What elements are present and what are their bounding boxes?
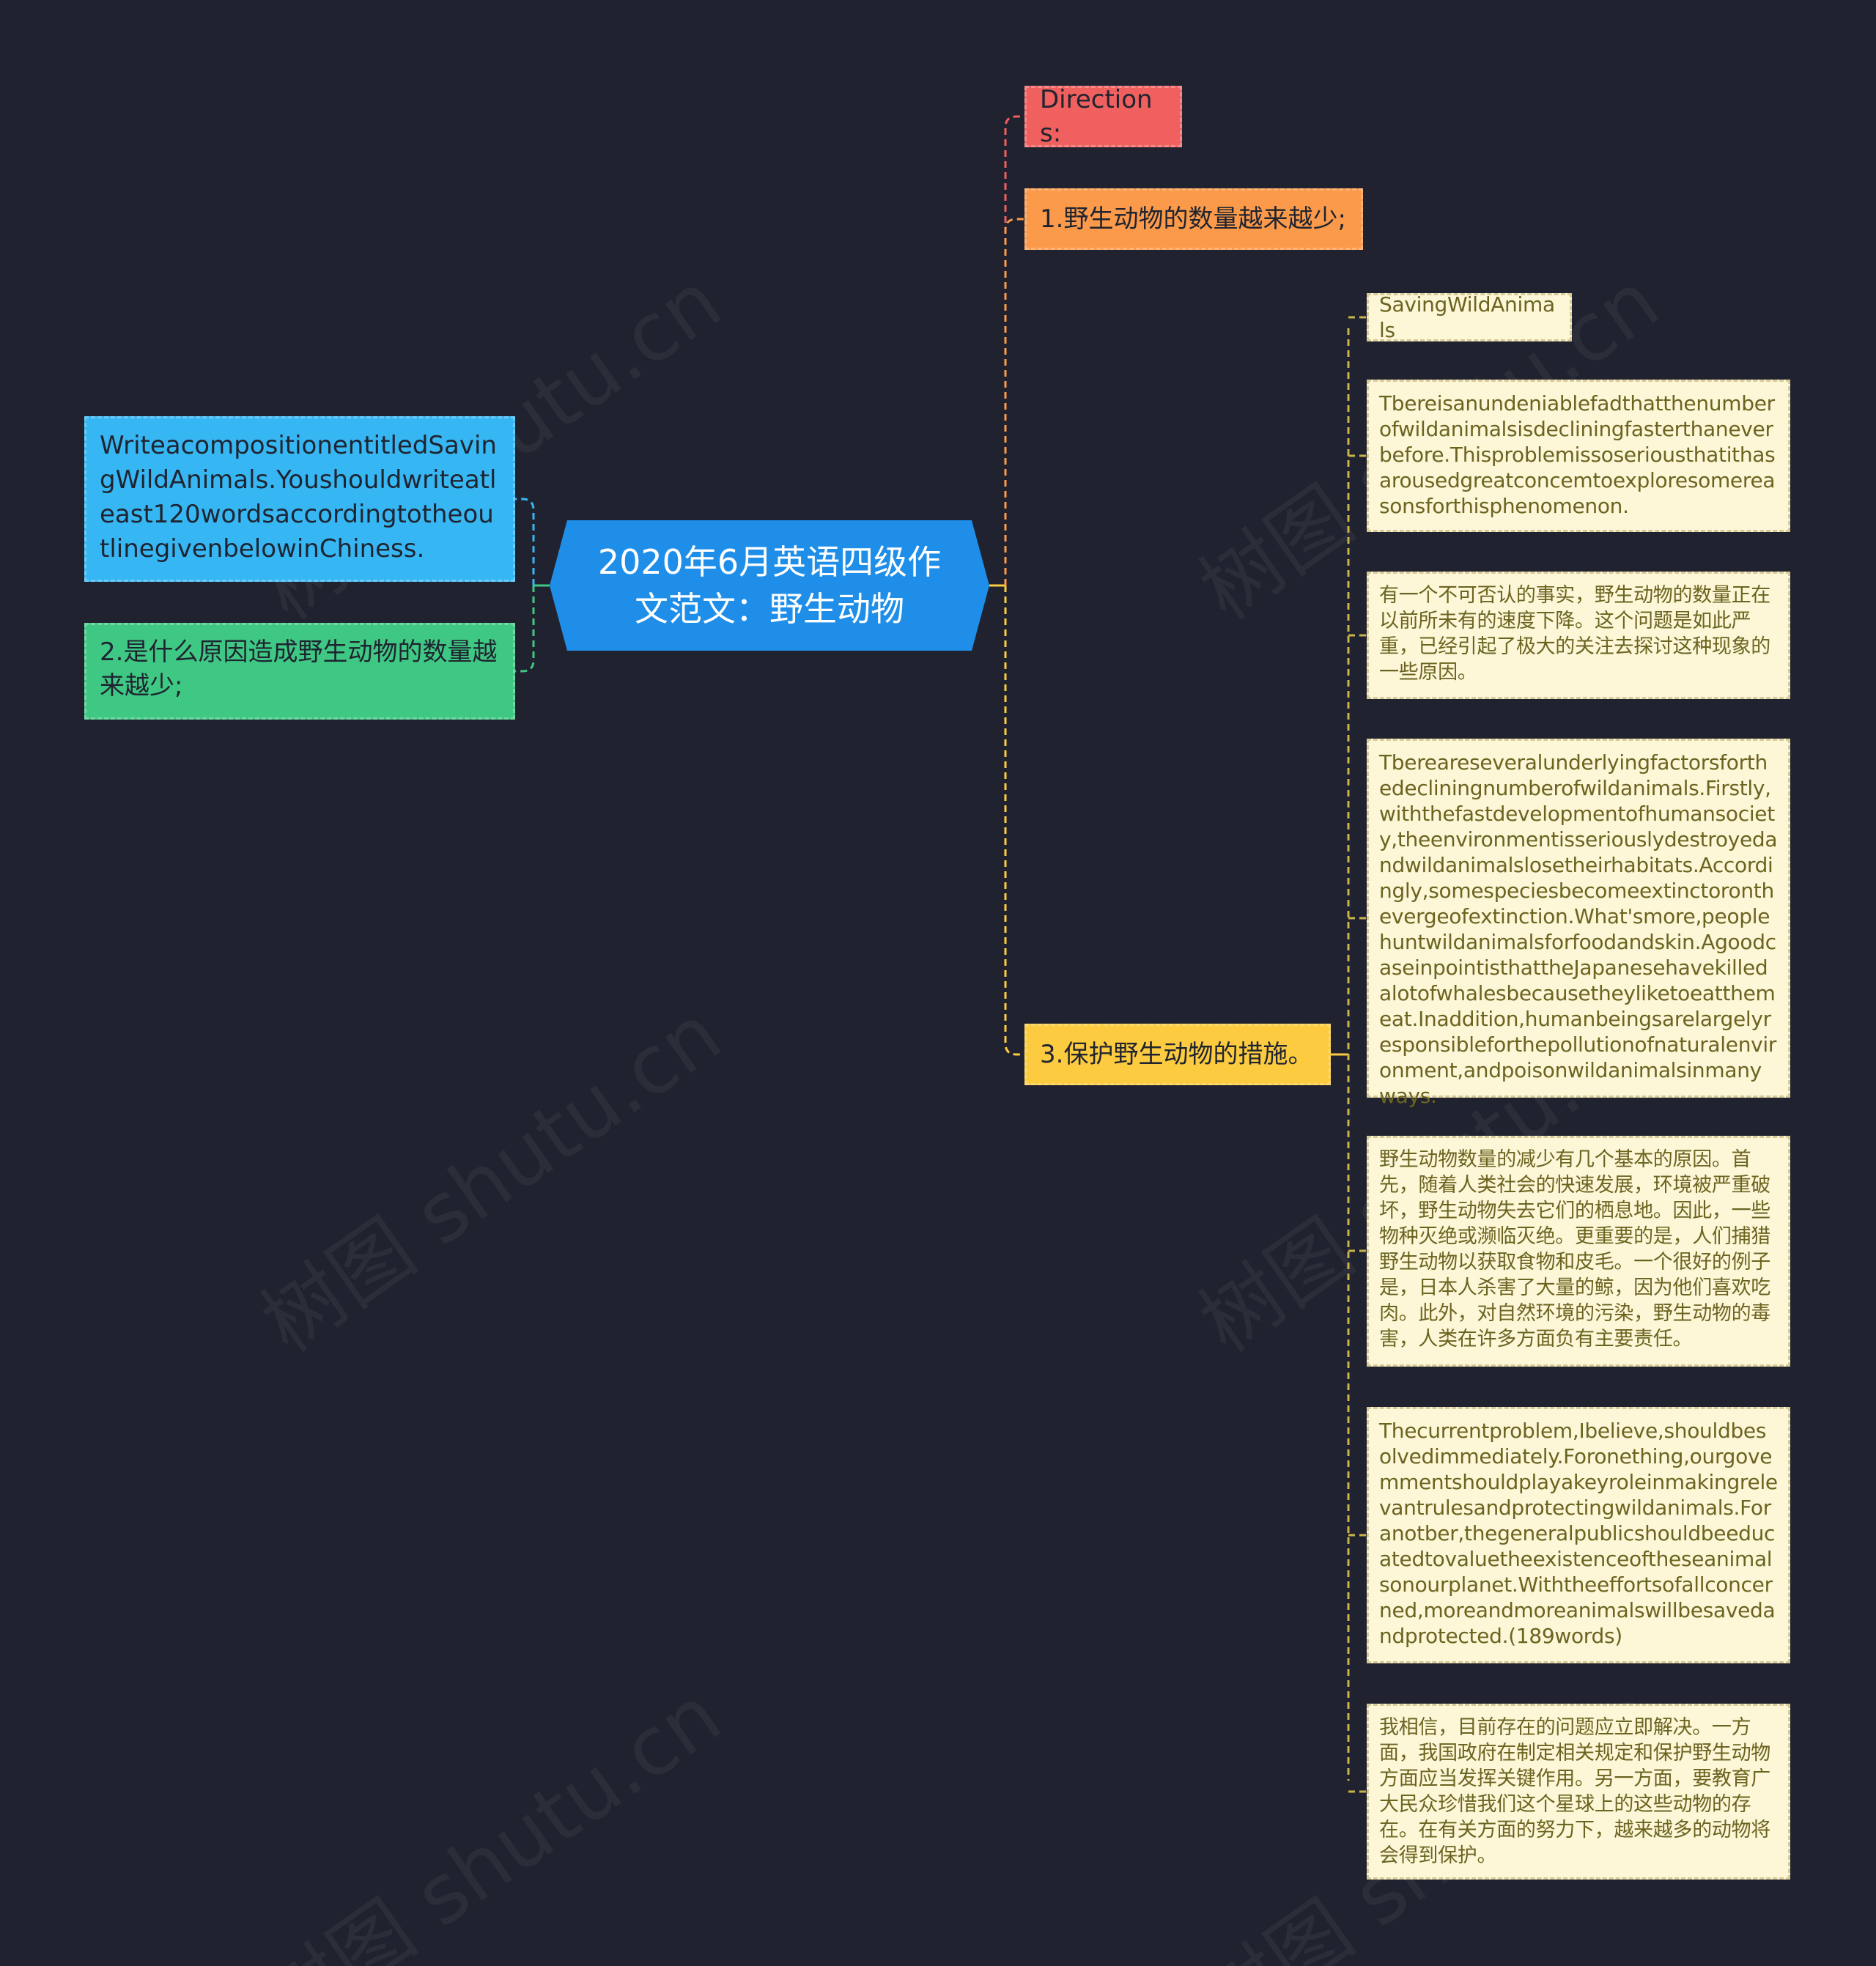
branch-point-2[interactable]: 2.是什么原因造成野生动物的数量越来越少; xyxy=(84,623,515,720)
connector-trunk-one xyxy=(1004,218,1024,585)
connector-trunk-two xyxy=(515,585,535,673)
root-topic-label: 2020年6月英语四级作文范文：野生动物 xyxy=(597,542,942,629)
leaf-essay-title[interactable]: SavingWildAnimals xyxy=(1367,292,1572,342)
leaf-paragraph-2-zh-text: 野生动物数量的减少有几个基本的原因。首先，随着人类社会的快速发展，环境被严重破坏… xyxy=(1379,1148,1770,1350)
branch-writing-prompt-label: WriteacompositionentitledSavingWildAnima… xyxy=(100,431,497,563)
leaf-paragraph-1-en-text: Tbereisanundeniablefadthatthenumberofwil… xyxy=(1379,391,1776,518)
branch-point-2-label: 2.是什么原因造成野生动物的数量越来越少; xyxy=(100,638,498,701)
connector-trunk-directions xyxy=(1004,115,1024,585)
leaf-paragraph-3-zh[interactable]: 我相信，目前存在的问题应立即解决。一方面，我国政府在制定相关规定和保护野生动物方… xyxy=(1367,1704,1790,1880)
branch-point-1-label: 1.野生动物的数量越来越少; xyxy=(1040,204,1346,234)
leaf-paragraph-3-zh-text: 我相信，目前存在的问题应立即解决。一方面，我国政府在制定相关规定和保护野生动物方… xyxy=(1379,1716,1770,1867)
leaf-paragraph-1-zh[interactable]: 有一个不可否认的事实，野生动物的数量正在以前所未有的速度下降。这个问题是如此严重… xyxy=(1367,572,1790,699)
leaf-paragraph-2-zh[interactable]: 野生动物数量的减少有几个基本的原因。首先，随着人类社会的快速发展，环境被严重破坏… xyxy=(1367,1136,1790,1367)
branch-writing-prompt[interactable]: WriteacompositionentitledSavingWildAnima… xyxy=(84,416,515,582)
leaf-paragraph-3-en[interactable]: Thecurrentproblem,Ibelieve,shouldbesolve… xyxy=(1367,1407,1790,1663)
leaf-paragraph-1-en[interactable]: Tbereisanundeniablefadthatthenumberofwil… xyxy=(1367,380,1790,532)
branch-directions[interactable]: Directions: xyxy=(1024,85,1182,148)
root-topic[interactable]: 2020年6月英语四级作文范文：野生动物 xyxy=(550,520,989,651)
branch-point-1[interactable]: 1.野生动物的数量越来越少; xyxy=(1024,188,1363,250)
leaf-paragraph-1-zh-text: 有一个不可否认的事实，野生动物的数量正在以前所未有的速度下降。这个问题是如此严重… xyxy=(1379,584,1770,684)
connector-trunk-three xyxy=(1004,585,1024,1056)
branch-point-3-label: 3.保护野生动物的措施。 xyxy=(1040,1040,1313,1069)
leaf-paragraph-2-en[interactable]: Tbereareseveralunderlyingfactorsforthede… xyxy=(1367,739,1790,1108)
connector-trunk-write xyxy=(515,498,535,585)
branch-directions-label: Directions: xyxy=(1040,85,1153,148)
leaf-essay-title-text: SavingWildAnimals xyxy=(1379,292,1555,342)
branch-point-3[interactable]: 3.保护野生动物的措施。 xyxy=(1024,1024,1331,1085)
leaf-paragraph-2-en-text: Tbereareseveralunderlyingfactorsforthede… xyxy=(1379,750,1778,1108)
leaf-paragraph-3-en-text: Thecurrentproblem,Ibelieve,shouldbesolve… xyxy=(1379,1419,1778,1648)
